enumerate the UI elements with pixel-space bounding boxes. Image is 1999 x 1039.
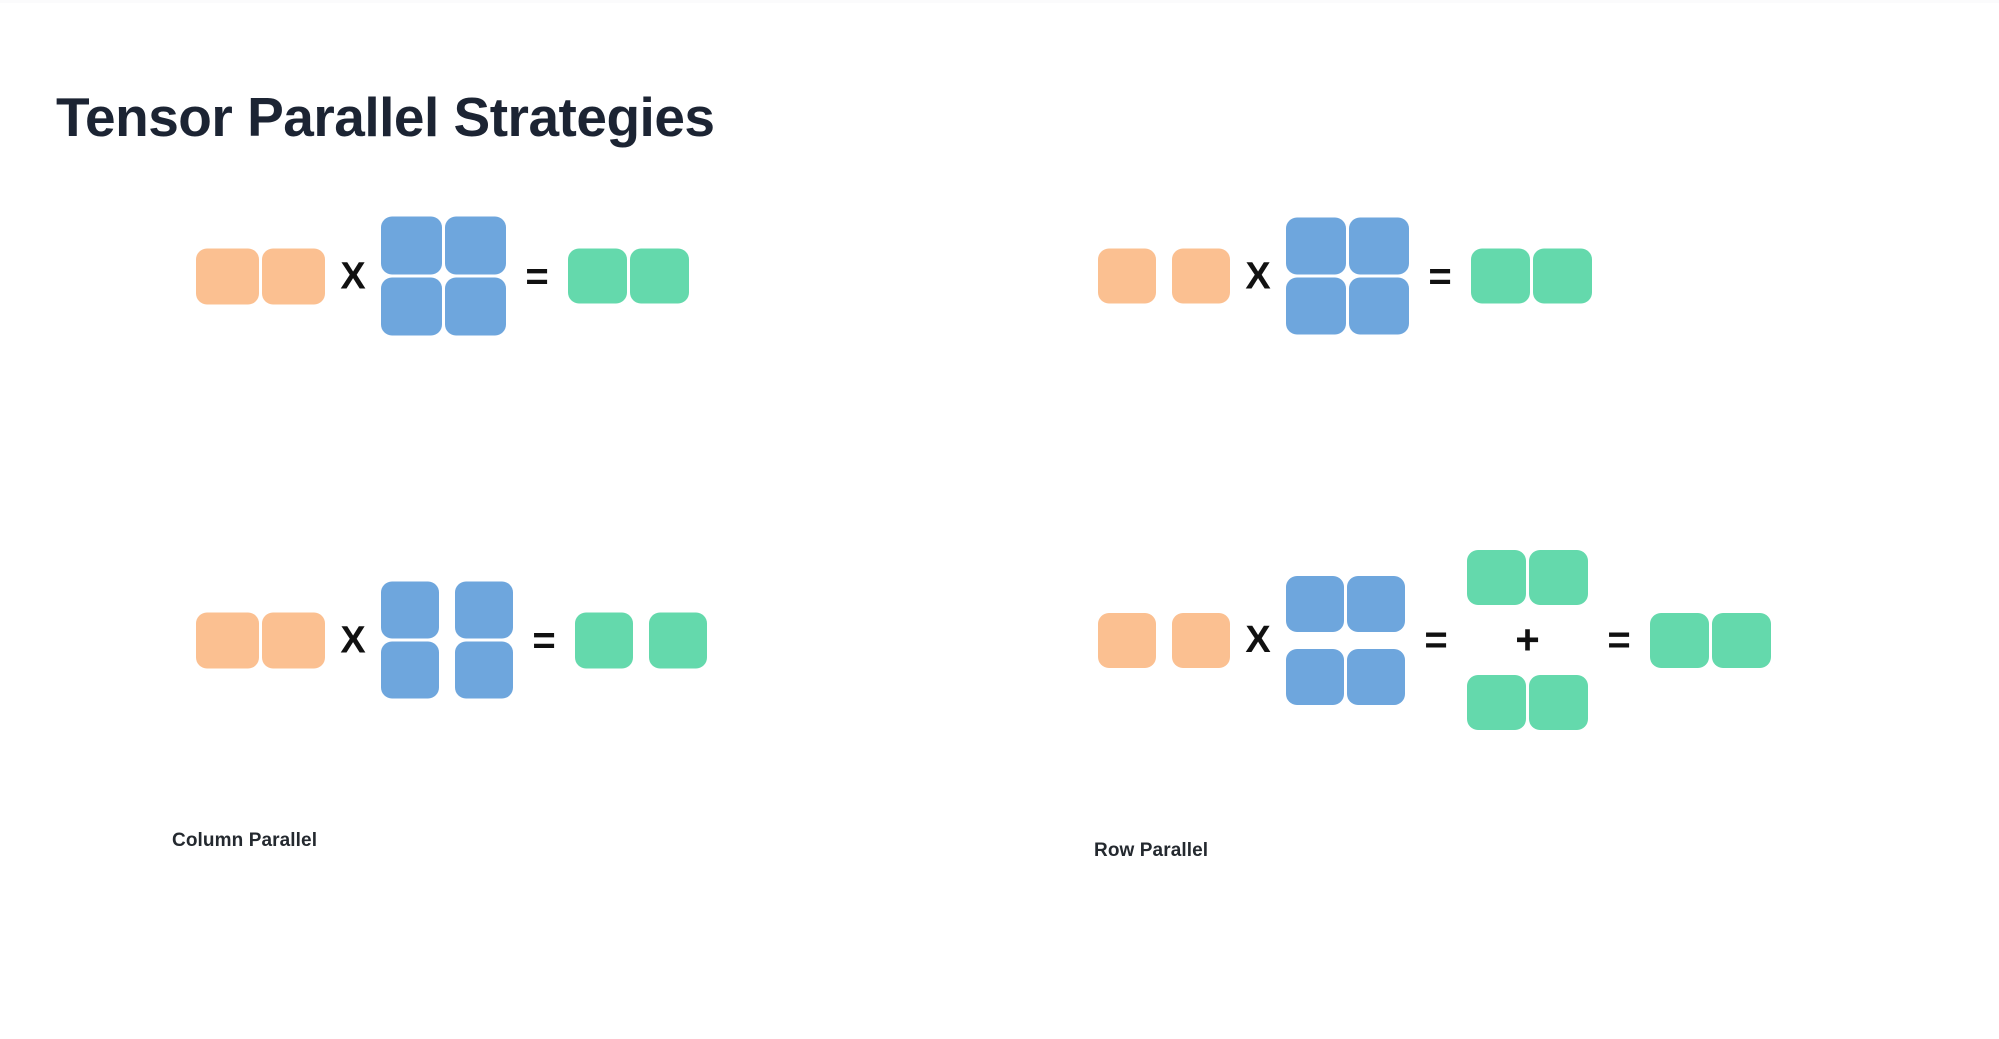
matrix-cell bbox=[1650, 612, 1709, 668]
matrix-input-orange-column-split bbox=[1098, 612, 1230, 668]
matrix-cell bbox=[649, 612, 707, 668]
operator-plus-icon: + bbox=[1515, 616, 1540, 663]
page-title: Tensor Parallel Strategies bbox=[56, 85, 715, 148]
matrix-cell bbox=[1349, 277, 1409, 335]
matrix-cell bbox=[630, 248, 689, 304]
operator-multiply-icon: X bbox=[340, 255, 366, 297]
matrix-cell bbox=[196, 248, 259, 304]
matrix-cell bbox=[1286, 648, 1344, 705]
matrix-partial-output-green-1 bbox=[1467, 550, 1588, 605]
diagram-row-row-parallel-sharded: X = + bbox=[1098, 550, 1771, 730]
matrix-cell bbox=[575, 612, 633, 668]
matrix-cell bbox=[1286, 277, 1346, 335]
matrix-cell bbox=[262, 612, 325, 668]
matrix-cell bbox=[381, 581, 439, 639]
matrix-cell bbox=[1349, 217, 1409, 275]
matrix-cell bbox=[1467, 675, 1526, 730]
matrix-cell bbox=[1533, 248, 1592, 304]
matrix-cell bbox=[455, 641, 513, 699]
matrix-cell bbox=[1529, 675, 1588, 730]
matrix-cell bbox=[381, 641, 439, 699]
matrix-cell bbox=[1471, 248, 1530, 304]
panel-label-column-parallel: Column Parallel bbox=[172, 830, 318, 851]
panel-column-parallel: X = bbox=[172, 216, 707, 851]
partial-sum-group: + bbox=[1467, 550, 1588, 730]
matrix-cell bbox=[1286, 575, 1344, 632]
matrix-cell bbox=[1286, 217, 1346, 275]
matrix-input-orange bbox=[196, 612, 325, 668]
matrix-cell bbox=[1172, 248, 1230, 304]
matrix-cell bbox=[262, 248, 325, 304]
panel-row-parallel: X = bbox=[1000, 0, 1999, 1039]
operator-multiply-icon: X bbox=[1245, 255, 1271, 297]
matrix-cell bbox=[381, 277, 442, 336]
matrix-cell bbox=[445, 277, 506, 336]
panel-label-row-parallel: Row Parallel bbox=[1094, 840, 1209, 861]
matrix-cell bbox=[1712, 612, 1771, 668]
matrix-weight-blue bbox=[381, 216, 506, 336]
matrix-cell bbox=[1098, 612, 1156, 668]
matrix-cell bbox=[1467, 550, 1526, 605]
matrix-weight-blue-row-split bbox=[1286, 575, 1405, 705]
matrix-cell bbox=[381, 216, 442, 275]
matrix-weight-blue-column-split bbox=[381, 581, 513, 699]
matrix-cell bbox=[1098, 248, 1156, 304]
diagram-row-column-parallel-unsharded: X = bbox=[196, 216, 689, 336]
diagram-row-column-parallel-sharded: X = bbox=[196, 581, 707, 699]
matrix-weight-blue bbox=[1286, 217, 1409, 335]
operator-multiply-icon: X bbox=[1245, 619, 1271, 661]
matrix-partial-output-green-2 bbox=[1467, 675, 1588, 730]
matrix-input-orange-column-split bbox=[1098, 248, 1230, 304]
operator-equals-icon: = bbox=[1424, 618, 1448, 662]
operator-equals-icon: = bbox=[525, 254, 549, 298]
operator-equals-icon: = bbox=[1607, 618, 1631, 662]
operator-multiply-icon: X bbox=[340, 619, 366, 661]
matrix-cell bbox=[455, 581, 513, 639]
diagram-row-row-parallel-unsharded: X = bbox=[1098, 217, 1592, 335]
operator-equals-icon: = bbox=[1428, 254, 1452, 298]
matrix-cell bbox=[1529, 550, 1588, 605]
matrix-output-green-final bbox=[1650, 612, 1771, 668]
matrix-output-green-column-split bbox=[575, 612, 707, 668]
matrix-cell bbox=[568, 248, 627, 304]
matrix-input-orange bbox=[196, 248, 325, 304]
slide-top-border bbox=[0, 0, 1999, 3]
matrix-cell bbox=[196, 612, 259, 668]
matrix-cell bbox=[1347, 575, 1405, 632]
matrix-cell bbox=[1172, 612, 1230, 668]
matrix-output-green bbox=[1471, 248, 1592, 304]
operator-equals-icon: = bbox=[532, 618, 556, 662]
matrix-output-green bbox=[568, 248, 689, 304]
matrix-cell bbox=[445, 216, 506, 275]
matrix-cell bbox=[1347, 648, 1405, 705]
